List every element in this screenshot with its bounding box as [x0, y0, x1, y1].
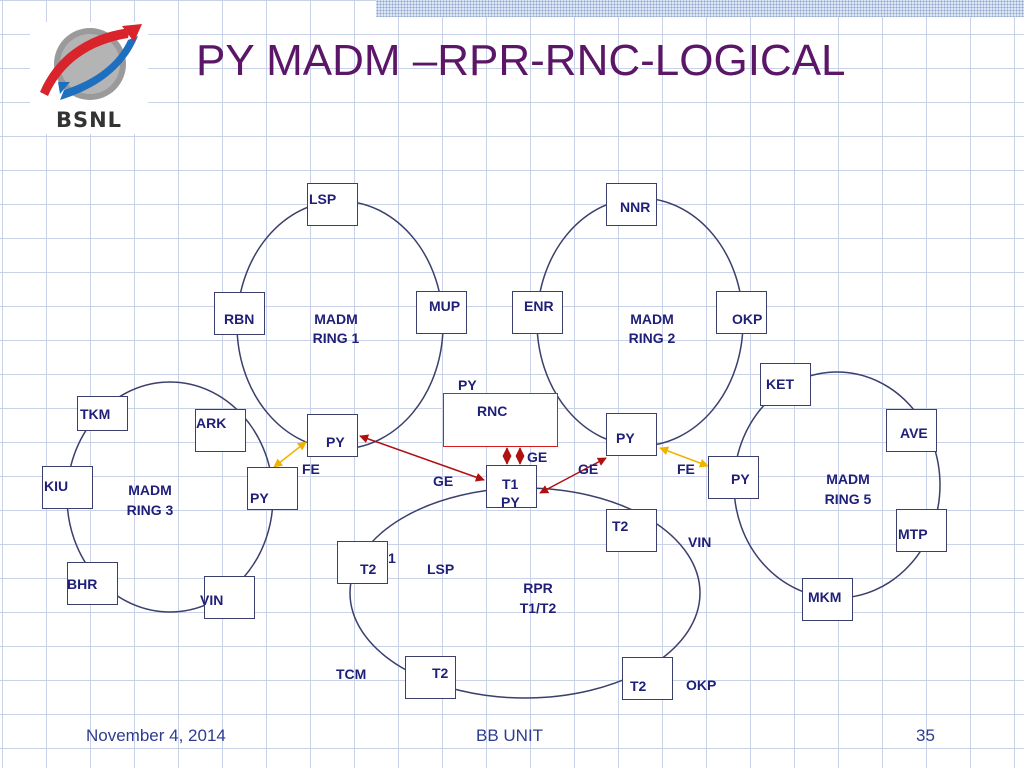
node-box-ring1-rbn: [214, 292, 265, 335]
node-box-ring3-py: [247, 467, 298, 510]
node-box-ring1-py: [307, 414, 358, 457]
rpr-vin-label: VIN: [688, 534, 712, 550]
node-box-ring5-mtp: [896, 509, 947, 552]
node-box-ring2-py: [606, 413, 657, 456]
rpr-lsp-label: LSP: [427, 561, 455, 577]
node-label-ring1-lsp: LSP: [309, 191, 337, 207]
node-label-ring3-py: PY: [250, 490, 269, 506]
node-label-ring1-mup: MUP: [429, 298, 461, 314]
node-label-ring3-bhr: BHR: [67, 576, 98, 592]
ge-link-left: [359, 434, 485, 482]
fe-left-label: FE: [302, 461, 320, 477]
rpr-node-label-t2-bottom-left: T2: [432, 665, 449, 681]
node-label-ring5-ket: KET: [766, 376, 794, 392]
node-label-ring2-enr: ENR: [524, 298, 554, 314]
node-box-ring1-mup: [416, 291, 467, 334]
node-label-ring5-mkm: MKM: [808, 589, 842, 605]
footer-unit: BB UNIT: [476, 726, 544, 745]
node-box-ring3-tkm: [77, 396, 128, 431]
node-label-ring1-rbn: RBN: [224, 311, 255, 327]
rnc-box: [443, 393, 558, 447]
footer-page-number: 35: [916, 726, 935, 745]
node-box-ring3-kiu: [42, 466, 93, 509]
rpr-node-box-t2-bottom-right: [622, 657, 673, 700]
ge-left-label: GE: [433, 473, 454, 489]
node-box-ring5-ket: [760, 363, 811, 406]
rpr-node-box-t2-left: [337, 541, 388, 584]
bsnl-emblem-icon: [40, 24, 142, 100]
node-box-ring3-bhr: [67, 562, 118, 605]
ring3-title-line1: MADM: [128, 482, 172, 498]
rpr-title-line2: T1/T2: [519, 600, 557, 616]
footer-date: November 4, 2014: [86, 726, 226, 745]
t1-py-label: PY: [501, 494, 520, 510]
ge-right-label: GE: [578, 461, 599, 477]
node-label-ring3-vin: VIN: [200, 592, 224, 608]
node-label-ring3-tkm: TKM: [80, 406, 111, 422]
node-box-ring3-ark: [195, 409, 246, 452]
node-box-ring2-okp: [716, 291, 767, 334]
rpr-node-fragment: 1: [388, 550, 396, 566]
rpr-node-box-t2-bottom-left: [405, 656, 456, 699]
ring1-title-line1: MADM: [314, 311, 358, 327]
ring1-title-line2: RING 1: [312, 330, 360, 346]
node-label-ring3-kiu: KIU: [44, 478, 69, 494]
node-label-ring2-nnr: NNR: [620, 199, 651, 215]
node-box-ring1-lsp: [307, 183, 358, 226]
header-band: [376, 0, 1024, 17]
rnc-label: RNC: [477, 403, 508, 419]
rpr-okp-label: OKP: [686, 677, 717, 693]
rpr-tcm-label: TCM: [336, 666, 367, 682]
ring3-title-line2: RING 3: [126, 502, 174, 518]
node-box-ring5-mkm: [802, 578, 853, 621]
bsnl-logo: BSNL: [30, 22, 148, 134]
rpr-node-label-t2-bottom-right: T2: [630, 678, 647, 694]
node-label-ring3-ark: ARK: [196, 415, 227, 431]
node-label-ring2-py: PY: [616, 430, 635, 446]
logo-text: BSNL: [55, 108, 123, 132]
node-label-ring2-okp: OKP: [732, 311, 763, 327]
node-box-ring5-py: [708, 456, 759, 499]
node-label-ring5-py: PY: [731, 471, 750, 487]
t1-label: T1: [502, 476, 519, 492]
node-label-ring5-mtp: MTP: [898, 526, 928, 542]
ring5-title-line1: MADM: [826, 471, 870, 487]
rpr-node-label-t2-left: T2: [360, 561, 377, 577]
rpr-node-label-t2-right: T2: [612, 518, 629, 534]
ring2-title-line1: MADM: [630, 311, 674, 327]
node-box-ring3-vin: [204, 576, 255, 619]
node-box-ring2-nnr: [606, 183, 657, 226]
fe-link-right: [659, 446, 709, 468]
rpr-title-line1: RPR: [523, 580, 553, 596]
ring5-title-line2: RING 5: [824, 491, 872, 507]
fe-right-label: FE: [677, 461, 695, 477]
ge-link-right: [539, 457, 607, 494]
ring2-title-line2: RING 2: [628, 330, 676, 346]
node-label-ring1-py: PY: [326, 434, 345, 450]
node-box-ring2-enr: [512, 291, 563, 334]
ge-mid-label: GE: [527, 449, 548, 465]
node-box-ring5-ave: [886, 409, 937, 452]
node-label-ring5-ave: AVE: [900, 425, 928, 441]
t1-py-box: [486, 465, 537, 508]
slide-title: PY MADM –RPR-RNC-LOGICAL: [196, 36, 846, 85]
fe-link-left: [273, 441, 307, 468]
rpr-node-box-t2-right: [606, 509, 657, 552]
py-top-label: PY: [458, 377, 477, 393]
